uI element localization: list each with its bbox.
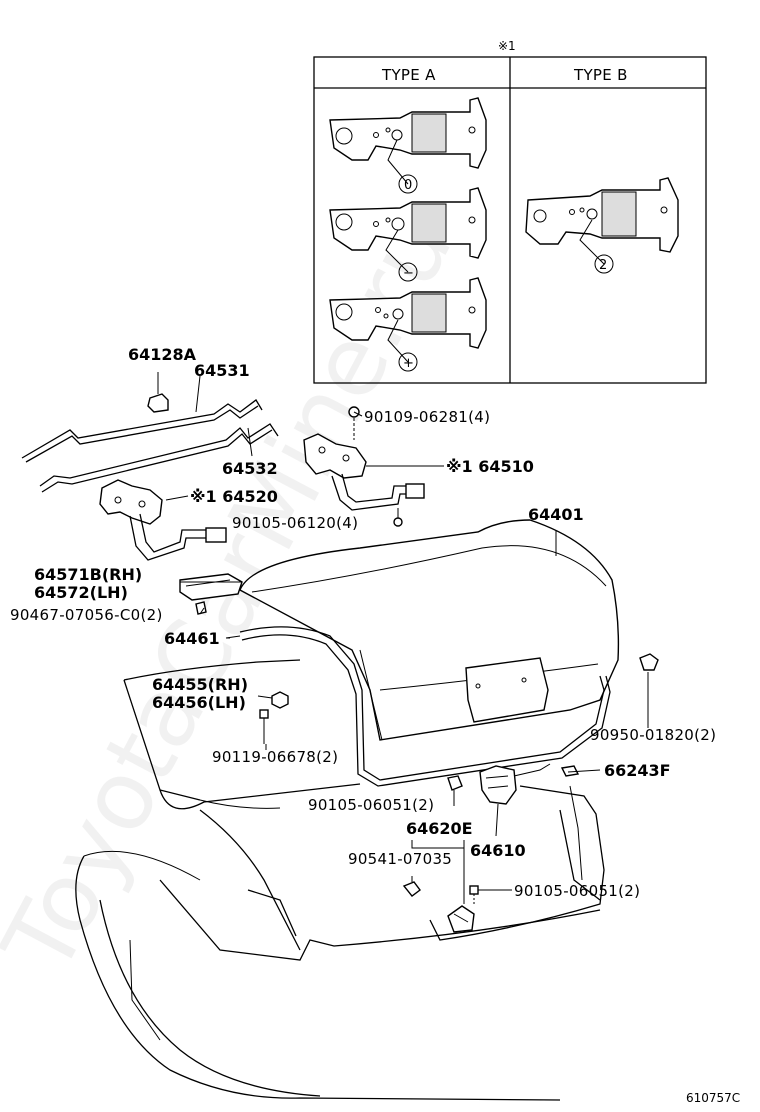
inset-note: ※1 (498, 39, 516, 53)
label-90467: 90467-07056-C0(2) (10, 606, 163, 624)
label-90105-06051-a: 90105-06051(2) (308, 796, 434, 814)
leader-lines (180, 411, 601, 891)
svg-text:0: 0 (404, 178, 412, 193)
label-64401: 64401 (528, 505, 584, 524)
label-64620E: 64620E (406, 819, 473, 838)
hinge-right (303, 406, 444, 527)
label-64461: 64461 (164, 629, 220, 648)
small-parts (179, 573, 659, 933)
trunk-lid (239, 519, 620, 741)
label-64610: 64610 (470, 841, 526, 860)
hinge-left (99, 479, 227, 561)
body-outline (75, 659, 605, 1101)
label-64455: 64455(RH) (152, 675, 248, 694)
label-90950: 90950-01820(2) (590, 726, 716, 744)
type-a-hinge-0: 0 (329, 97, 487, 194)
svg-text:2: 2 (599, 258, 607, 273)
figure-code: 610757C (686, 1091, 740, 1105)
label-64510: ※1 64510 (446, 457, 534, 476)
type-inset: ※1 TYPE A TYPE B 0 − (313, 39, 707, 384)
label-90105-06120: 90105-06120(4) (232, 514, 358, 532)
label-64571B: 64571B(RH) (34, 565, 142, 584)
label-66243F: 66243F (604, 761, 671, 780)
label-64531: 64531 (194, 361, 250, 380)
type-b-hinge: 2 (525, 177, 679, 274)
svg-text:−: − (403, 266, 414, 281)
type-b-label: TYPE B (573, 66, 628, 84)
label-64572: 64572(LH) (34, 583, 128, 602)
label-90109: 90109-06281(4) (364, 408, 490, 426)
callout-labels: 64128A 64531 64532 90109-06281(4) ※1 645… (10, 345, 740, 1105)
label-64456: 64456(LH) (152, 693, 246, 712)
label-90119: 90119-06678(2) (212, 748, 338, 766)
label-90105-06051-b: 90105-06051(2) (514, 882, 640, 900)
type-a-hinge-minus: − (329, 187, 487, 282)
torsion-bars (21, 372, 279, 493)
svg-text:+: + (403, 356, 414, 371)
label-64128A: 64128A (128, 345, 197, 364)
label-90541: 90541-07035 (348, 850, 452, 868)
label-64532: 64532 (222, 459, 278, 478)
type-a-hinge-plus: + (329, 277, 487, 372)
type-a-label: TYPE A (381, 66, 436, 84)
label-64520: ※1 64520 (190, 487, 278, 506)
